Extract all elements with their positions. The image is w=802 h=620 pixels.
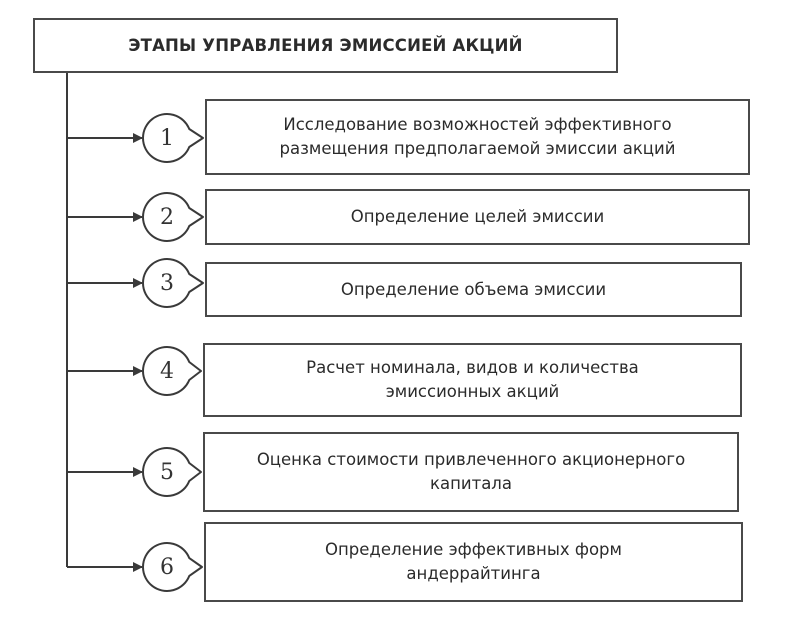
step-box-1: Исследование возможностей эффективного р…: [205, 99, 750, 175]
step-number-bubble-1: [142, 113, 204, 163]
step-box-3: Определение объема эмиссии: [205, 262, 742, 317]
step-number-bubble-6: [142, 542, 203, 592]
step-text-1: Исследование возможностей эффективного р…: [279, 115, 676, 158]
step-text-2: Определение целей эмиссии: [350, 207, 605, 226]
step-number-bubble-5: [142, 447, 202, 497]
step-text-4: Расчет номинала, видов и количества эмис…: [306, 358, 639, 401]
step-text-5: Оценка стоимости привлеченного акционерн…: [256, 450, 686, 493]
diagram-title: ЭТАПЫ УПРАВЛЕНИЯ ЭМИССИЕЙ АКЦИЙ: [128, 36, 523, 55]
step-text-3: Определение объема эмиссии: [340, 279, 607, 299]
step-text-6: Определение эффективных форм андеррайтин…: [325, 540, 622, 583]
step-number-bubble-2: [142, 192, 204, 242]
step-box-6: Определение эффективных форм андеррайтин…: [204, 522, 743, 602]
step-box-5: Оценка стоимости привлеченного акционерн…: [203, 432, 739, 512]
step-number-bubble-3: [142, 258, 204, 308]
step-box-2: Определение целей эмиссии: [205, 189, 750, 245]
step-number-bubble-4: [142, 346, 202, 396]
diagram-title-box: ЭТАПЫ УПРАВЛЕНИЯ ЭМИССИЕЙ АКЦИЙ: [33, 18, 618, 73]
step-box-4: Расчет номинала, видов и количества эмис…: [203, 343, 742, 417]
